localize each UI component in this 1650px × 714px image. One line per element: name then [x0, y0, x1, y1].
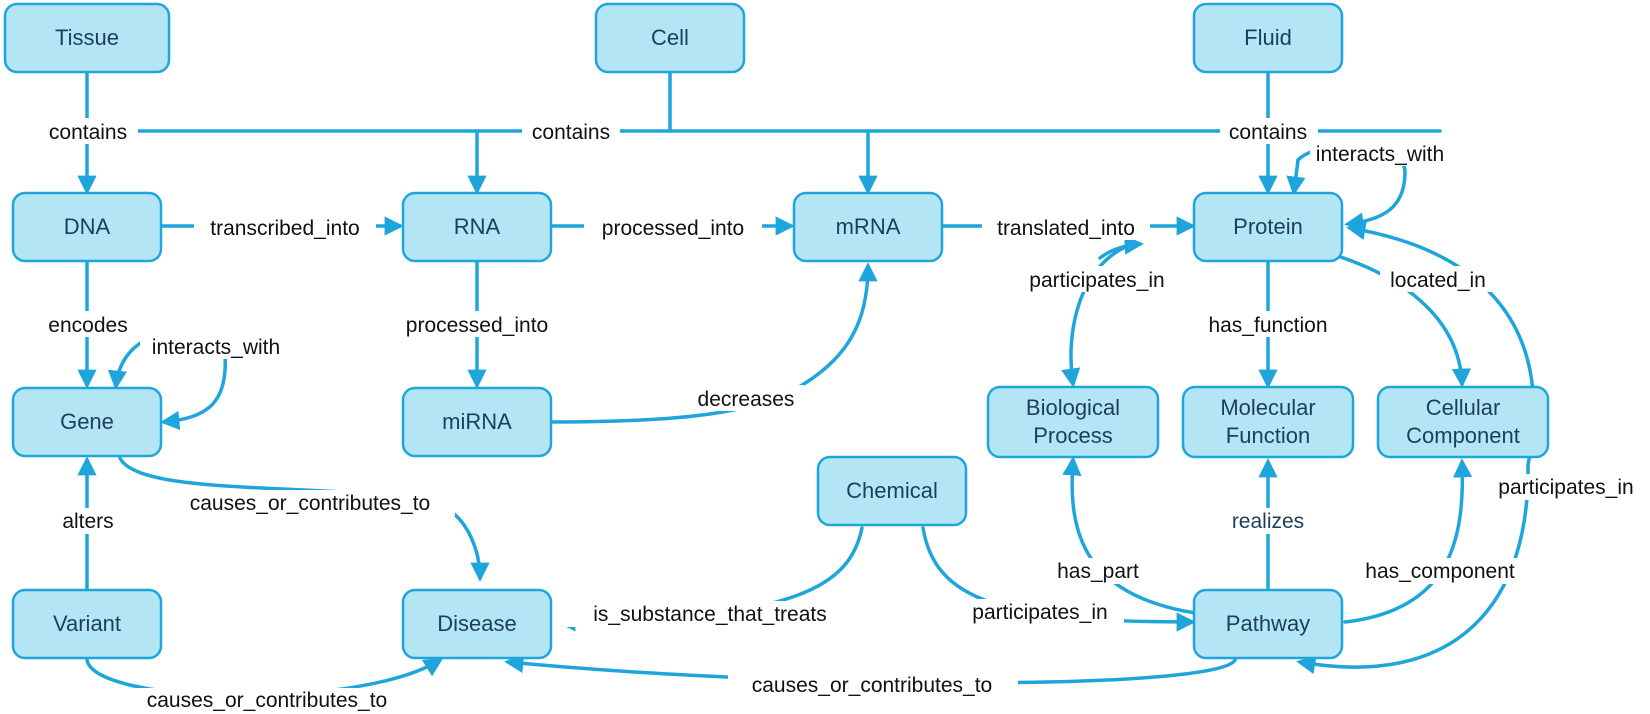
- node-cell: Cell: [594, 2, 746, 74]
- node-biological-process: Biological Process: [986, 385, 1160, 459]
- svg-text:Cellular: Cellular: [1426, 395, 1501, 420]
- edge-label-fluid-protein: contains: [1229, 121, 1307, 144]
- svg-text:Process: Process: [1033, 423, 1112, 448]
- node-protein: Protein: [1192, 191, 1344, 263]
- edge-label-rna-mirna: processed_into: [406, 314, 548, 337]
- edge-label-dna-gene: encodes: [48, 314, 127, 337]
- svg-text:RNA: RNA: [454, 214, 501, 239]
- node-pathway: Pathway: [1192, 588, 1344, 660]
- node-rna: RNA: [401, 191, 553, 263]
- edge-label-variant-gene: alters: [62, 510, 113, 533]
- edge-pathway-protein-low: [1296, 463, 1530, 675]
- edge-label-gene-self: interacts_with: [152, 336, 280, 359]
- edge-protein-cc: [1323, 250, 1472, 388]
- edge-label-tissue-dna: contains: [49, 121, 127, 144]
- edge-labels: contains contains contains interacts_wit…: [38, 118, 1650, 714]
- edge-gene-self-b: [160, 353, 227, 431]
- edge-pathway-bp: [1062, 456, 1212, 617]
- edge-label-rna-mrna: processed_into: [602, 217, 744, 240]
- svg-text:mRNA: mRNA: [836, 214, 901, 239]
- edge-label-pathway-protein: participates_in: [1498, 476, 1633, 499]
- svg-text:Molecular: Molecular: [1220, 395, 1315, 420]
- edge-label-protein-cc: located_in: [1390, 269, 1486, 292]
- svg-text:Biological: Biological: [1026, 395, 1120, 420]
- edge-protein-self-tail: [1286, 158, 1306, 196]
- node-mrna: mRNA: [792, 191, 944, 263]
- svg-text:Function: Function: [1226, 423, 1310, 448]
- node-molecular-function: Molecular Function: [1181, 385, 1355, 459]
- edge-protein-self-head: [1344, 170, 1407, 232]
- node-cellular-component: Cellular Component: [1376, 385, 1550, 459]
- edge-pathway-cc: [1343, 458, 1473, 624]
- svg-text:Component: Component: [1406, 423, 1520, 448]
- node-disease: Disease: [401, 588, 553, 660]
- edge-label-pathway-bp: has_part: [1057, 560, 1139, 583]
- svg-text:Pathway: Pathway: [1226, 611, 1310, 636]
- edge-label-protein-mf: has_function: [1208, 314, 1327, 337]
- edge-label-variant-disease: causes_or_contributes_to: [147, 689, 388, 712]
- svg-text:Chemical: Chemical: [846, 478, 938, 503]
- edge-label-mrna-protein: translated_into: [997, 217, 1135, 240]
- svg-text:Cell: Cell: [651, 25, 689, 50]
- svg-text:Fluid: Fluid: [1244, 25, 1292, 50]
- edge-label-pathway-cc: has_component: [1365, 560, 1515, 583]
- svg-text:DNA: DNA: [64, 214, 111, 239]
- node-mirna: miRNA: [401, 386, 553, 458]
- edge-label-mirna-mrna: decreases: [698, 388, 795, 411]
- svg-text:Tissue: Tissue: [55, 25, 119, 50]
- nodes: Tissue Cell Fluid DNA RNA mRNA Protein: [3, 2, 1550, 660]
- svg-text:Disease: Disease: [437, 611, 516, 636]
- node-dna: DNA: [11, 191, 163, 263]
- node-gene: Gene: [11, 386, 163, 458]
- svg-text:Protein: Protein: [1233, 214, 1303, 239]
- edge-label-protein-bp: participates_in: [1029, 269, 1164, 292]
- node-variant: Variant: [11, 588, 163, 660]
- svg-text:Variant: Variant: [53, 611, 121, 636]
- edge-label-protein-self: interacts_with: [1316, 143, 1444, 166]
- node-tissue: Tissue: [3, 2, 171, 74]
- svg-text:miRNA: miRNA: [442, 409, 512, 434]
- edge-label-pathway-disease: causes_or_contributes_to: [752, 674, 993, 697]
- edge-protein-bp-head: [1098, 235, 1144, 260]
- edge-label-pathway-mf: realizes: [1232, 510, 1304, 533]
- svg-text:Gene: Gene: [60, 409, 114, 434]
- edge-label-chemical-disease: is_substance_that_treats: [593, 603, 826, 626]
- edge-label-gene-disease: causes_or_contributes_to: [190, 492, 431, 515]
- edge-label-chemical-pathway: participates_in: [972, 601, 1107, 624]
- node-fluid: Fluid: [1192, 2, 1344, 74]
- edge-label-cell-contains: contains: [532, 121, 610, 144]
- edge-protein-bp: [1061, 243, 1132, 388]
- edge-label-dna-rna: transcribed_into: [210, 217, 359, 240]
- edge-gene-disease: [118, 456, 490, 582]
- node-chemical: Chemical: [816, 455, 968, 527]
